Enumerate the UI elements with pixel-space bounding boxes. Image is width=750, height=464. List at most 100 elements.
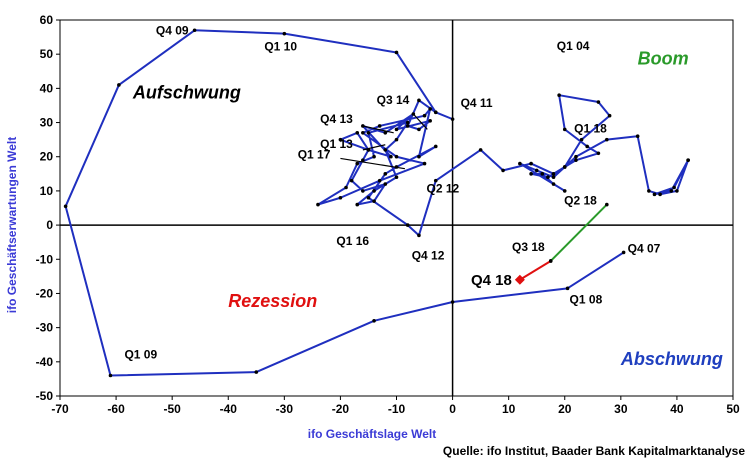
data-point — [518, 161, 522, 166]
data-point — [562, 189, 567, 193]
data-point — [383, 182, 388, 186]
data-point — [562, 165, 567, 169]
x-tick-label: 10 — [502, 402, 516, 416]
data-point — [534, 168, 539, 173]
x-tick-label: -50 — [163, 402, 181, 416]
data-point — [355, 131, 360, 135]
point-label: Q4 07 — [628, 241, 661, 255]
data-point — [355, 161, 360, 166]
data-point — [529, 161, 533, 166]
data-point — [562, 127, 567, 132]
y-tick-label: 0 — [46, 218, 53, 232]
data-point — [117, 83, 121, 87]
quadrant-label: Aufschwung — [132, 83, 241, 103]
data-point — [428, 107, 432, 111]
data-point — [316, 202, 320, 207]
x-axis-label: ifo Geschäftslage Welt — [308, 427, 436, 441]
data-point — [551, 175, 556, 180]
point-label: Q2 12 — [427, 182, 460, 196]
data-point — [282, 31, 287, 36]
data-point — [478, 148, 483, 152]
latest-marker — [514, 274, 525, 285]
y-tick-label: -50 — [36, 389, 54, 403]
data-point — [405, 223, 410, 227]
data-point — [394, 137, 399, 142]
data-point — [675, 189, 679, 193]
data-point — [579, 137, 584, 142]
point-label: Q3 14 — [377, 93, 410, 107]
point-label: Q3 18 — [512, 240, 545, 254]
data-point — [63, 204, 68, 209]
x-tick-label: -10 — [388, 402, 406, 416]
data-point — [366, 195, 371, 200]
data-point — [394, 50, 399, 55]
data-point — [361, 131, 365, 135]
y-axis-label: ifo Geschäftserwartungen Welt — [5, 137, 19, 313]
data-point — [605, 202, 609, 207]
data-point — [551, 182, 556, 186]
data-point — [596, 151, 601, 156]
point-label: Q1 09 — [124, 347, 157, 361]
data-point — [394, 175, 399, 180]
data-point — [596, 100, 601, 104]
y-tick-label: -30 — [36, 321, 54, 335]
data-point — [394, 127, 399, 132]
data-point — [635, 134, 640, 139]
y-tick-label: 60 — [40, 13, 54, 27]
x-tick-label: -40 — [220, 402, 238, 416]
data-point — [377, 178, 382, 183]
point-label: Q1 04 — [557, 39, 590, 53]
data-point — [422, 161, 427, 166]
y-tick-label: 50 — [40, 47, 54, 61]
leader-line — [412, 113, 428, 130]
data-point — [405, 120, 410, 125]
data-point — [372, 189, 376, 193]
point-label: Q4 13 — [320, 112, 353, 126]
x-tick-label: 50 — [726, 402, 740, 416]
data-point — [361, 189, 365, 193]
data-point — [372, 154, 376, 159]
x-tick-label: -70 — [51, 402, 69, 416]
data-point — [417, 154, 421, 159]
data-point — [450, 117, 455, 121]
y-tick-label: -40 — [36, 355, 54, 369]
quadrant-label: Abschwung — [620, 349, 723, 369]
y-tick-label: 10 — [40, 184, 54, 198]
data-point — [338, 195, 343, 200]
x-tick-label: -60 — [107, 402, 125, 416]
data-point — [686, 158, 690, 162]
data-point — [574, 154, 578, 159]
data-point — [417, 98, 421, 103]
data-point — [433, 178, 438, 183]
point-label: Q1 18 — [574, 122, 607, 136]
data-point — [621, 250, 626, 255]
leader-line — [362, 125, 394, 134]
y-tick-label: -20 — [36, 286, 54, 300]
data-point — [372, 199, 376, 203]
series-line-1 — [550, 203, 608, 262]
source-text: Quelle: ifo Institut, Baader Bank Kapita… — [443, 444, 745, 458]
point-label: Q1 17 — [298, 147, 331, 161]
y-tick-label: -10 — [36, 252, 54, 266]
data-point — [540, 172, 545, 176]
data-point — [383, 131, 388, 135]
point-label: Q4 12 — [412, 248, 445, 262]
data-point — [605, 137, 609, 142]
data-point — [383, 172, 388, 176]
data-point — [417, 127, 421, 132]
y-tick-label: 30 — [40, 116, 54, 130]
point-label: Q2 18 — [564, 194, 597, 208]
point-label: Q4 09 — [156, 23, 189, 37]
point-label: Q1 13 — [320, 137, 353, 151]
data-point — [377, 124, 382, 128]
data-point — [672, 185, 676, 190]
y-tick-label: 20 — [40, 150, 54, 164]
data-point — [658, 192, 662, 197]
data-point — [450, 300, 455, 304]
data-point — [355, 202, 360, 207]
data-point — [338, 137, 343, 142]
data-point — [607, 113, 612, 118]
series-line-2 — [519, 260, 552, 281]
data-point — [574, 158, 578, 162]
